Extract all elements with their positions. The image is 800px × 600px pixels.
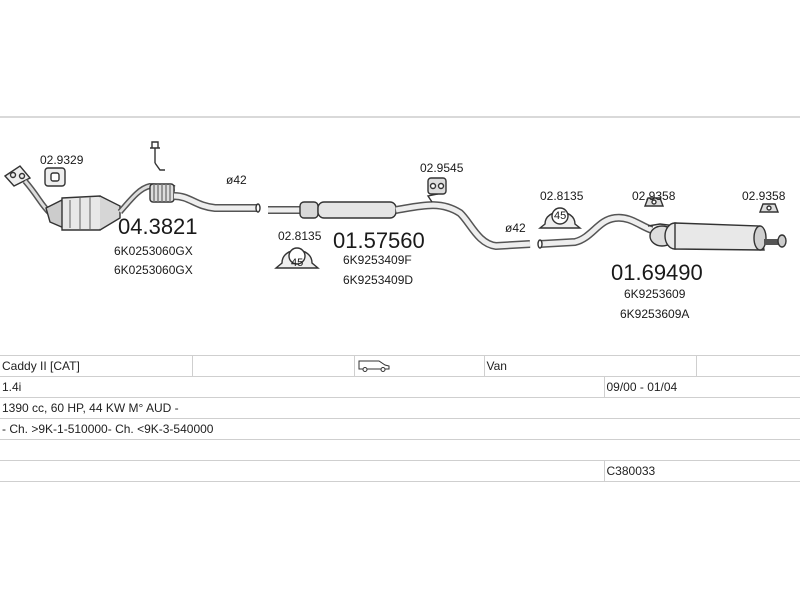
assembly-ref-2a: 6K9253409F	[343, 253, 412, 267]
body-type-cell: Van	[483, 355, 696, 377]
accessory-label-6: 02.9358	[742, 189, 786, 203]
diameter-label-2: ø42	[505, 221, 526, 235]
rear-silencer-part[interactable]	[537, 213, 787, 251]
table-row: Caddy II [CAT] Van	[0, 355, 800, 377]
assembly-ref-3b: 6K9253609A	[620, 307, 689, 321]
accessory-label-2: 02.8135	[278, 229, 322, 243]
clamp-accessory-icon-2[interactable]	[538, 207, 582, 229]
assembly-ref-1a: 6K0253060GX	[114, 244, 193, 258]
spec-cell: 1390 cc, 60 HP, 44 KW M° AUD -	[0, 397, 800, 419]
chassis-cell: - Ch. >9K-1-510000- Ch. <9K-3-540000	[0, 418, 800, 440]
assembly-number-3: 01.69490	[611, 260, 703, 285]
empty-cell	[695, 355, 800, 377]
blank-cell	[0, 460, 604, 482]
engine-cell: 1.4i	[0, 376, 604, 398]
accessory-label-3: 02.9545	[420, 161, 464, 175]
catalog-code-cell: C380033	[603, 460, 800, 482]
empty-cell	[191, 355, 354, 377]
van-icon	[357, 358, 391, 375]
years-cell: 09/00 - 01/04	[603, 376, 800, 398]
gasket-accessory-icon[interactable]	[44, 167, 66, 187]
assembly-ref-3a: 6K9253609	[624, 287, 686, 301]
diameter-label-1: ø42	[226, 173, 247, 187]
assembly-ref-1b: 6K0253060GX	[114, 263, 193, 277]
clamp-accessory-icon-1[interactable]	[274, 247, 320, 269]
blank-cell	[0, 439, 800, 461]
model-cell: Caddy II [CAT]	[0, 355, 192, 377]
table-row	[0, 439, 800, 461]
table-row: 1390 cc, 60 HP, 44 KW M° AUD -	[0, 397, 800, 419]
accessory-badge-4: 45	[554, 210, 566, 222]
accessory-label-5: 02.9358	[632, 189, 676, 203]
table-row: C380033	[0, 460, 800, 482]
hanger-accessory-icon-1[interactable]	[643, 197, 665, 207]
table-row: 1.4i 09/00 - 01/04	[0, 376, 800, 398]
center-silencer-part[interactable]	[268, 193, 531, 251]
exhaust-diagram: 02.9329 02.8135 45 02.9545 02.8135 45 02…	[0, 118, 800, 358]
hanger-accessory-icon-2[interactable]	[758, 203, 780, 213]
assembly-ref-2b: 6K9253409D	[343, 273, 413, 287]
accessory-label-1: 02.9329	[40, 153, 84, 167]
assembly-number-2: 01.57560	[333, 228, 425, 253]
accessory-badge-2: 45	[291, 257, 303, 269]
catalytic-converter-part[interactable]	[3, 141, 261, 231]
top-divider	[0, 116, 800, 118]
accessory-label-4: 02.8135	[540, 189, 584, 203]
rubber-hanger-accessory-icon[interactable]	[427, 177, 447, 195]
vehicle-info-table: Caddy II [CAT] Van 1.4i 09/00 - 01/04 13…	[0, 355, 800, 482]
table-row: - Ch. >9K-1-510000- Ch. <9K-3-540000	[0, 418, 800, 440]
assembly-number-1: 04.3821	[118, 214, 198, 239]
van-icon-cell	[353, 355, 484, 377]
